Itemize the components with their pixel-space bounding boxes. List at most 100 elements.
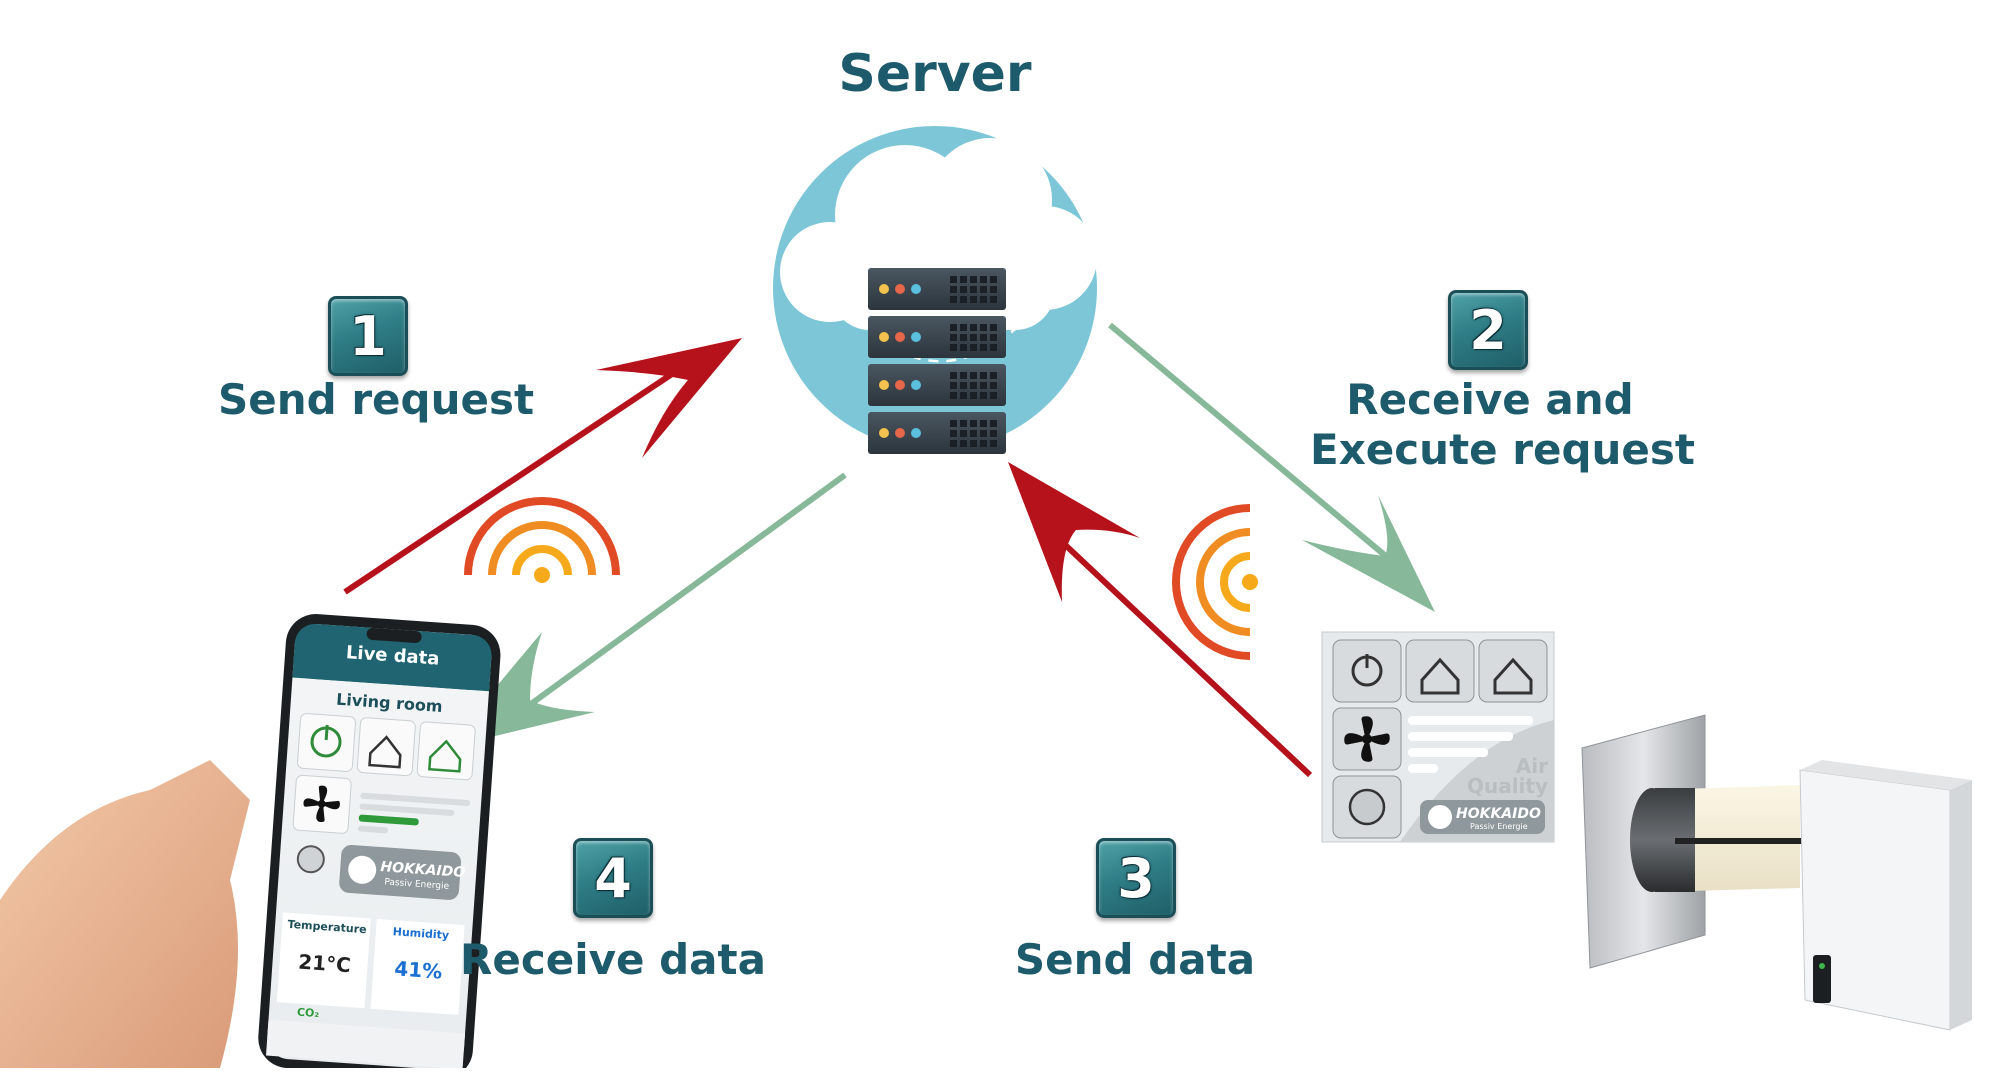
server-vent bbox=[990, 296, 997, 303]
server-led bbox=[911, 380, 921, 390]
server-vent bbox=[980, 334, 987, 341]
server-vent bbox=[950, 372, 957, 379]
phone-brand-sub: Passiv Energie bbox=[384, 877, 450, 892]
server-led bbox=[911, 332, 921, 342]
server-vent bbox=[960, 324, 967, 331]
server-vent bbox=[990, 276, 997, 283]
server-vent bbox=[980, 430, 987, 437]
server-vent bbox=[980, 372, 987, 379]
server-vent bbox=[950, 296, 957, 303]
home-icon[interactable] bbox=[1420, 657, 1460, 695]
server-vent bbox=[960, 344, 967, 351]
phone-room-title: Living room bbox=[335, 689, 444, 716]
arrow-send-data bbox=[1008, 462, 1313, 778]
server-vent bbox=[980, 392, 987, 399]
server-vent bbox=[970, 334, 977, 341]
server-led bbox=[879, 380, 889, 390]
server-vent bbox=[980, 382, 987, 389]
filter-icon[interactable] bbox=[1348, 788, 1386, 826]
server-vent bbox=[990, 382, 997, 389]
server-vent bbox=[970, 344, 977, 351]
co2-label: CO₂ bbox=[296, 1005, 320, 1021]
server-vent bbox=[990, 392, 997, 399]
server-led bbox=[911, 428, 921, 438]
server-vent bbox=[950, 334, 957, 341]
server-vent bbox=[970, 324, 977, 331]
home-icon[interactable] bbox=[368, 735, 402, 769]
server-vent bbox=[960, 382, 967, 389]
home-icon[interactable] bbox=[428, 739, 462, 773]
step-4-badge: 4 bbox=[573, 838, 653, 918]
server-led bbox=[911, 284, 921, 294]
ventilation-unit bbox=[1581, 714, 1972, 1031]
server-led bbox=[895, 284, 905, 294]
server-vent bbox=[960, 372, 967, 379]
temperature-label: Temperature bbox=[287, 917, 368, 937]
panel-brand: HOKKAIDO bbox=[1456, 806, 1541, 822]
arrow-receive-and-execute bbox=[1108, 322, 1435, 612]
step-2-badge: 2 bbox=[1448, 290, 1528, 370]
arrow-send-request bbox=[343, 338, 742, 595]
server-title: Server bbox=[838, 44, 1032, 104]
server-vent bbox=[980, 286, 987, 293]
phone-header-title: Live data bbox=[345, 642, 441, 670]
server-vent bbox=[970, 296, 977, 303]
step-1-label: Send request bbox=[218, 375, 535, 424]
server-vent bbox=[950, 392, 957, 399]
server-vent bbox=[970, 372, 977, 379]
server-vent bbox=[980, 344, 987, 351]
server-vent bbox=[960, 440, 967, 447]
server-vent bbox=[960, 276, 967, 283]
server-vent bbox=[960, 286, 967, 293]
server-vent bbox=[990, 334, 997, 341]
server-vent bbox=[950, 324, 957, 331]
server-led bbox=[895, 380, 905, 390]
server-vent bbox=[990, 372, 997, 379]
cloud-server-icon bbox=[773, 126, 1097, 454]
server-vent bbox=[990, 430, 997, 437]
home-icon[interactable] bbox=[1493, 657, 1533, 695]
arrow-receive-data bbox=[445, 472, 847, 748]
fan-icon[interactable] bbox=[303, 785, 340, 823]
air-quality-line1: Air bbox=[1515, 754, 1548, 778]
server-vent bbox=[960, 430, 967, 437]
server-vent bbox=[980, 276, 987, 283]
server-vent bbox=[980, 324, 987, 331]
server-vent bbox=[960, 334, 967, 341]
wifi-signal-icon bbox=[464, 497, 620, 583]
humidity-value: 41% bbox=[393, 956, 444, 984]
server-vent bbox=[990, 420, 997, 427]
step-1-badge: 1 bbox=[328, 296, 408, 376]
server-vent bbox=[960, 296, 967, 303]
server-vent bbox=[990, 344, 997, 351]
server-vent bbox=[970, 392, 977, 399]
fan-icon[interactable] bbox=[1344, 716, 1390, 762]
server-led bbox=[879, 428, 889, 438]
server-vent bbox=[950, 286, 957, 293]
server-vent bbox=[950, 420, 957, 427]
server-led bbox=[879, 332, 889, 342]
server-vent bbox=[990, 440, 997, 447]
temperature-value: 21°C bbox=[297, 949, 352, 978]
server-vent bbox=[960, 420, 967, 427]
server-vent bbox=[970, 420, 977, 427]
server-vent bbox=[950, 440, 957, 447]
server-vent bbox=[950, 382, 957, 389]
server-vent bbox=[970, 286, 977, 293]
server-vent bbox=[950, 276, 957, 283]
step-2-label-line2: Execute request bbox=[1310, 425, 1695, 474]
step-3-label: Send data bbox=[1014, 935, 1256, 984]
server-vent bbox=[970, 430, 977, 437]
server-led bbox=[879, 284, 889, 294]
humidity-label: Humidity bbox=[392, 925, 450, 943]
panel-brand-sub: Passiv Energie bbox=[1470, 822, 1528, 831]
server-vent bbox=[970, 276, 977, 283]
server-vent bbox=[960, 392, 967, 399]
smartphone bbox=[258, 614, 501, 1068]
server-vent bbox=[990, 324, 997, 331]
step-4-label: Receive data bbox=[460, 935, 766, 984]
filter-icon[interactable] bbox=[296, 845, 325, 874]
step-3-badge: 3 bbox=[1096, 838, 1176, 918]
server-vent bbox=[970, 382, 977, 389]
